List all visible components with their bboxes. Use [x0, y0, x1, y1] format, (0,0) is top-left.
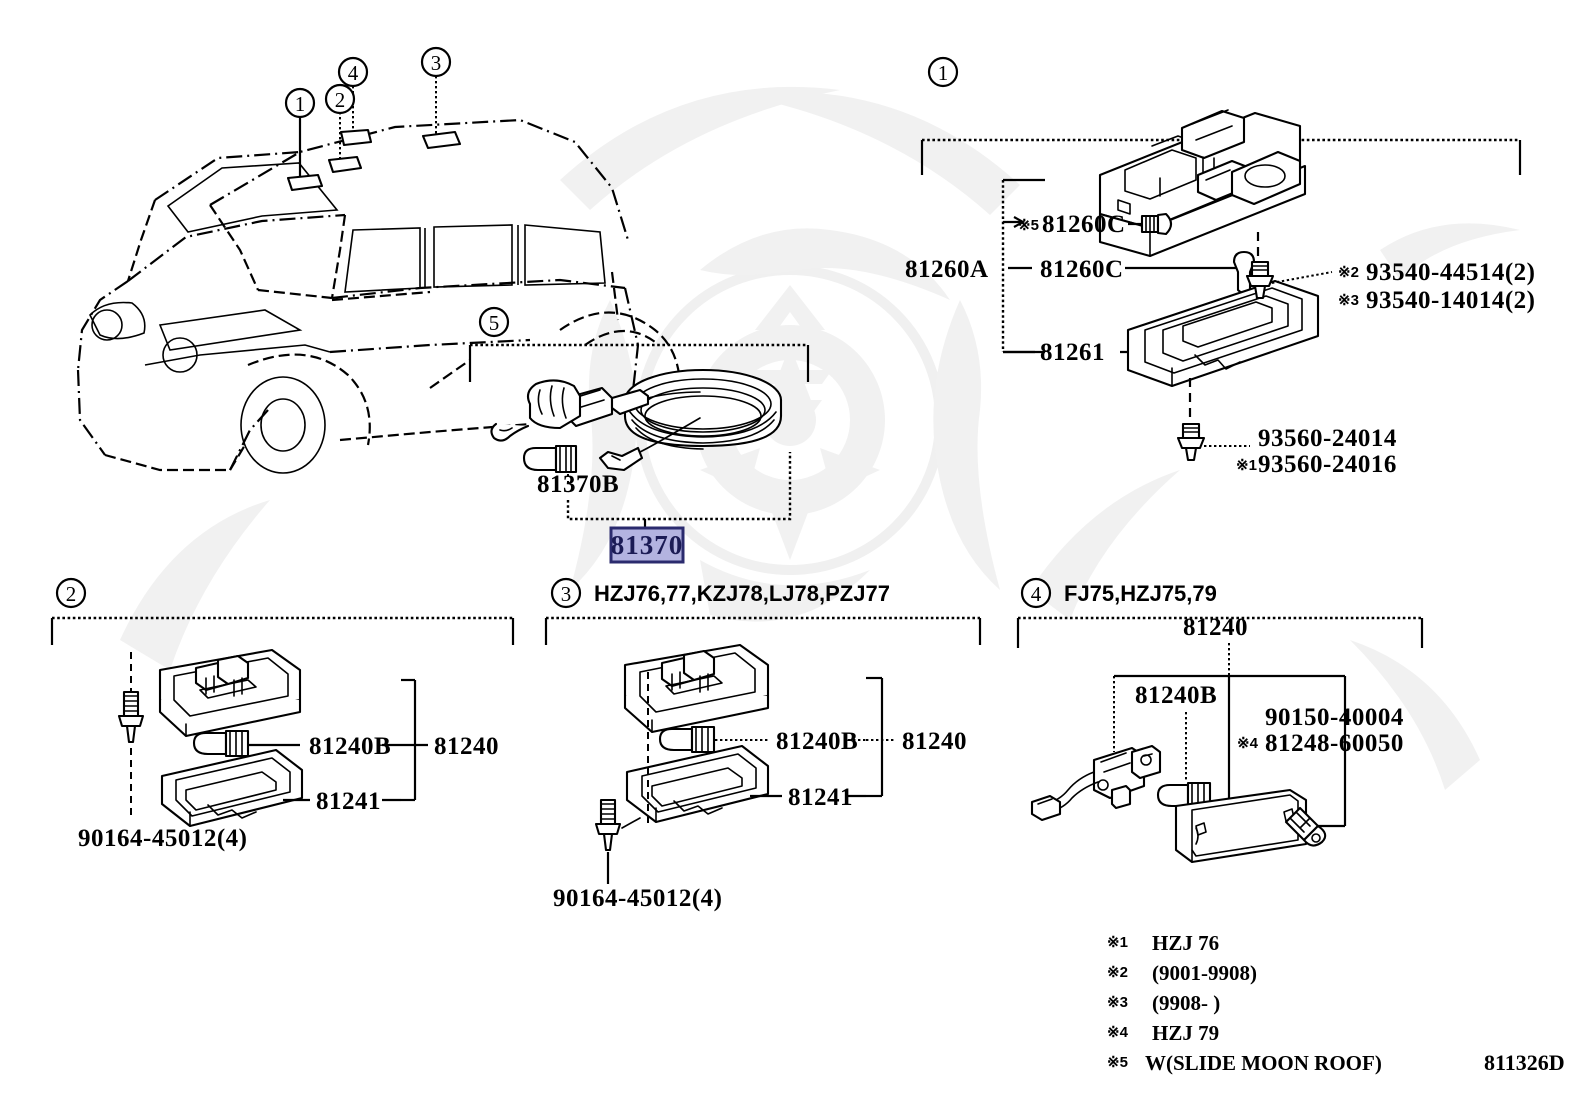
section-2-callout: 2	[55, 577, 87, 609]
section-4-callout-number: 4	[1031, 582, 1042, 606]
footnote-1-mark: ※1	[1107, 934, 1128, 951]
callout-circle-4: 4	[337, 56, 369, 88]
footnote-1-text: HZJ 76	[1152, 931, 1219, 955]
note1-mark: ※1	[1236, 457, 1257, 474]
section-2-callout-number: 2	[66, 582, 77, 606]
part-label-81240-s3: 81240	[902, 728, 967, 755]
part-label-81240-s4: 81240	[1183, 614, 1248, 641]
part-label-81260a: 81260A	[905, 256, 989, 283]
part-label-81370b: 81370B	[537, 471, 619, 498]
vehicle-illustration: 1 2 4 3	[76, 46, 681, 474]
harness-81370-illustration	[490, 368, 783, 474]
bulb-81260c-note5-illustration	[1140, 212, 1173, 236]
footnote-3-mark: ※3	[1107, 994, 1128, 1011]
callout-2-number: 2	[335, 88, 346, 112]
part-label-81241-s2: 81241	[316, 788, 381, 815]
section-4-callout: 4	[1020, 577, 1052, 609]
section-2: 2	[50, 577, 515, 852]
part-label-90164-45012-s3: 90164-45012(4)	[553, 885, 722, 912]
section-5-callout-number: 5	[489, 311, 500, 335]
highlighted-part-box[interactable]	[609, 526, 685, 564]
section-5-lower-bracket	[566, 452, 792, 521]
callout-leader-4	[339, 86, 373, 147]
lamp-81240-illustration-s3	[623, 643, 770, 824]
callout-circle-3: 3	[420, 46, 452, 78]
callout-1-number: 1	[295, 92, 306, 116]
footnote-2-text: (9001-9908)	[1152, 961, 1257, 985]
section-3: 3 HZJ76,77,KZJ78,LJ78,PZJ77	[544, 577, 982, 912]
part-label-81260c-note5: 81260C	[1042, 211, 1126, 238]
part-label-81241-s3: 81241	[788, 784, 853, 811]
section-1-callout-number: 1	[938, 61, 949, 85]
callout-circle-1: 1	[284, 87, 316, 119]
part-label-90150-40004: 90150-40004	[1265, 704, 1404, 731]
note5-mark-81260c: ※5	[1018, 217, 1039, 234]
part-label-93560-24016: 93560-24016	[1258, 451, 1397, 478]
diagram-id-label: 811326D	[1484, 1050, 1565, 1075]
note3-mark: ※3	[1338, 292, 1359, 309]
part-label-93560-24014: 93560-24014	[1258, 425, 1397, 452]
screw-93540-illustration	[1245, 260, 1275, 300]
highlighted-part-label: 81370	[611, 530, 684, 560]
footnote-4-mark: ※4	[1107, 1024, 1129, 1041]
part-label-81261: 81261	[1040, 339, 1105, 366]
part-label-81240b-s2: 81240B	[309, 733, 391, 760]
lamp-assembly-81260a-illustration	[1098, 109, 1307, 258]
lamp-socket-illustration-s4	[1030, 744, 1345, 864]
screw-90164-illustration-s2	[117, 690, 145, 744]
section-1-callout: 1	[927, 56, 959, 88]
section-5: 5	[429, 306, 810, 564]
callout-circle-2: 2	[324, 83, 356, 115]
note2-mark: ※2	[1338, 264, 1359, 281]
footnote-legend: ※1 HZJ 76 ※2 (9001-9908) ※3 (9908- ) ※4 …	[1107, 931, 1382, 1075]
lens-81261-illustration	[1126, 279, 1320, 388]
section-3-callout-number: 3	[561, 582, 572, 606]
part-label-90164-45012-s2: 90164-45012(4)	[78, 825, 247, 852]
screw-90164-illustration-s3	[594, 798, 641, 852]
section-4: 4 FJ75,HZJ75,79 81240 81240B 90150-40004…	[1016, 577, 1424, 864]
part-label-93540-44514: 93540-44514(2)	[1366, 259, 1535, 286]
callout-leader-3	[421, 76, 462, 150]
callout-4-number: 4	[348, 61, 359, 85]
section-3-model-text: HZJ76,77,KZJ78,LJ78,PZJ77	[594, 581, 890, 606]
footnote-2-mark: ※2	[1107, 964, 1128, 981]
section-4-model-text: FJ75,HZJ75,79	[1064, 581, 1217, 606]
section-5-callout: 5	[478, 306, 510, 338]
footnote-3-text: (9908- )	[1152, 991, 1220, 1015]
part-label-81240b-s3: 81240B	[776, 728, 858, 755]
lamp-81240-illustration-s2	[158, 648, 304, 828]
section-3-callout: 3	[550, 577, 582, 609]
footnote-4-text: HZJ 79	[1152, 1021, 1219, 1045]
part-label-81240-s2: 81240	[434, 733, 499, 760]
part-label-93540-14014: 93540-14014(2)	[1366, 287, 1535, 314]
section-1: 1 ※5	[905, 56, 1535, 478]
part-label-81260c: 81260C	[1040, 256, 1124, 283]
callout-leader-1	[286, 118, 324, 192]
part-label-81248-60050: 81248-60050	[1265, 730, 1404, 757]
note4-mark: ※4	[1237, 735, 1259, 752]
footnote-5-mark: ※5	[1107, 1054, 1128, 1071]
footnote-5-text: W(SLIDE MOON ROOF)	[1145, 1051, 1382, 1075]
callout-3-number: 3	[431, 51, 442, 75]
part-label-81240b-s4: 81240B	[1135, 682, 1217, 709]
screw-93560-illustration	[1176, 422, 1206, 462]
callout-leader-2	[327, 112, 363, 174]
